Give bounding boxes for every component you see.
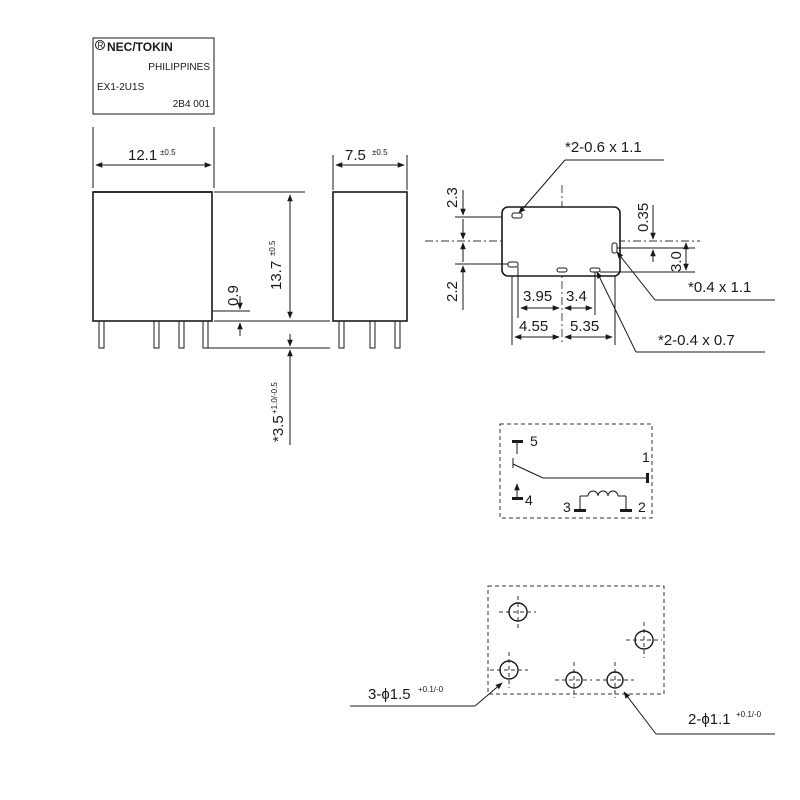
coil-icon — [579, 490, 627, 509]
pin-1-terminal — [646, 473, 649, 483]
pin-1-label: 1 — [642, 449, 650, 465]
hole-2 — [634, 630, 654, 650]
hole-a-value: 3-ϕ1.5 — [368, 686, 411, 703]
dim-row1-b: 3.4 — [566, 288, 587, 305]
depth-dim-tol: ±0.5 — [372, 148, 388, 157]
front-body — [92, 191, 213, 322]
hole-4 — [565, 671, 583, 689]
bottom-outline — [501, 206, 621, 277]
switch-armature — [512, 463, 544, 479]
pin-4-label: 4 — [525, 492, 533, 508]
bottom-view: 2.3 2.2 0.35 3.0 3.95 3.4 4.55 5.35 — [425, 139, 775, 353]
pin-5-terminal — [512, 440, 523, 443]
standoff-dim-value: 0.9 — [225, 285, 242, 306]
hole-3 — [499, 660, 519, 680]
dim-row2-a: 4.55 — [519, 318, 548, 335]
callout-leader-side — [616, 251, 656, 301]
pcb-layout: 3-ϕ1.5 +0.1/-0 2-ϕ1.1 +0.1/-0 — [350, 585, 775, 735]
label-plate-border — [92, 37, 215, 115]
dim-bottom-offset: 2.2 — [444, 281, 461, 302]
origin-text: PHILIPPINES — [148, 62, 210, 73]
relay-schematic: 5 1 4 3 2 — [499, 423, 653, 519]
pin-4-terminal — [512, 497, 523, 500]
pin-top-left — [511, 212, 523, 219]
pcb-footprint-border — [487, 585, 665, 695]
svg-text:R: R — [98, 41, 104, 50]
hole-b-value: 2-ϕ1.1 — [688, 711, 731, 728]
front-view: 12.1 ±0.5 13.7 ±0.5 0.9 — [92, 127, 330, 445]
dim-right-short: 0.35 — [635, 203, 652, 232]
depth-dim-value: 7.5 — [345, 147, 366, 164]
callout-top-pin: *2-0.6 x 1.1 — [565, 139, 642, 156]
height-dim-value: 13.7 — [268, 261, 285, 290]
hole-centerlines — [490, 596, 662, 698]
hole-b-leader — [623, 691, 657, 735]
model-number: EX1-2U1S — [97, 82, 145, 93]
pin-length-dim-value: *3.5 — [270, 415, 287, 442]
pin-3-terminal — [574, 509, 586, 512]
pin-length-dim-tol: +1.0/-0.5 — [270, 382, 279, 414]
width-dim-value: 12.1 — [128, 147, 157, 164]
hole-b-tol: +0.1/-0 — [736, 710, 762, 719]
callout-leader-top — [518, 159, 566, 214]
hole-1 — [508, 602, 528, 622]
pin-2-label: 2 — [638, 499, 646, 515]
callout-bottom-pins: *2-0.4 x 0.7 — [658, 332, 735, 349]
dim-right-tall: 3.0 — [668, 251, 685, 272]
dim-top-offset: 2.3 — [444, 187, 461, 208]
lot-code: 2B4 001 — [173, 99, 211, 110]
pin-2-terminal — [620, 509, 632, 512]
registered-mark-icon: R — [95, 40, 105, 50]
pin-5-label: 5 — [530, 433, 538, 449]
dim-row2-b: 5.35 — [570, 318, 599, 335]
pin-bottom-center — [556, 267, 568, 273]
callout-leader-bottom — [596, 271, 637, 353]
side-pins — [338, 320, 401, 349]
side-view: 7.5 ±0.5 — [332, 147, 408, 349]
holes — [499, 602, 654, 689]
brand-name: NEC/TOKIN — [107, 40, 173, 54]
schematic-border — [499, 423, 653, 519]
hole-5 — [606, 671, 624, 689]
hole-a-tol: +0.1/-0 — [418, 685, 444, 694]
callout-side-pin: *0.4 x 1.1 — [688, 279, 751, 296]
side-body — [332, 191, 408, 322]
hole-a-leader — [474, 682, 503, 707]
pin-3-label: 3 — [563, 499, 571, 515]
dim-row1-a: 3.95 — [523, 288, 552, 305]
front-pins — [98, 320, 209, 349]
label-plate: R NEC/TOKIN PHILIPPINES EX1-2U1S 2B4 001 — [92, 37, 215, 115]
width-dim-tol: ±0.5 — [160, 148, 176, 157]
height-dim-tol: ±0.5 — [268, 240, 277, 256]
